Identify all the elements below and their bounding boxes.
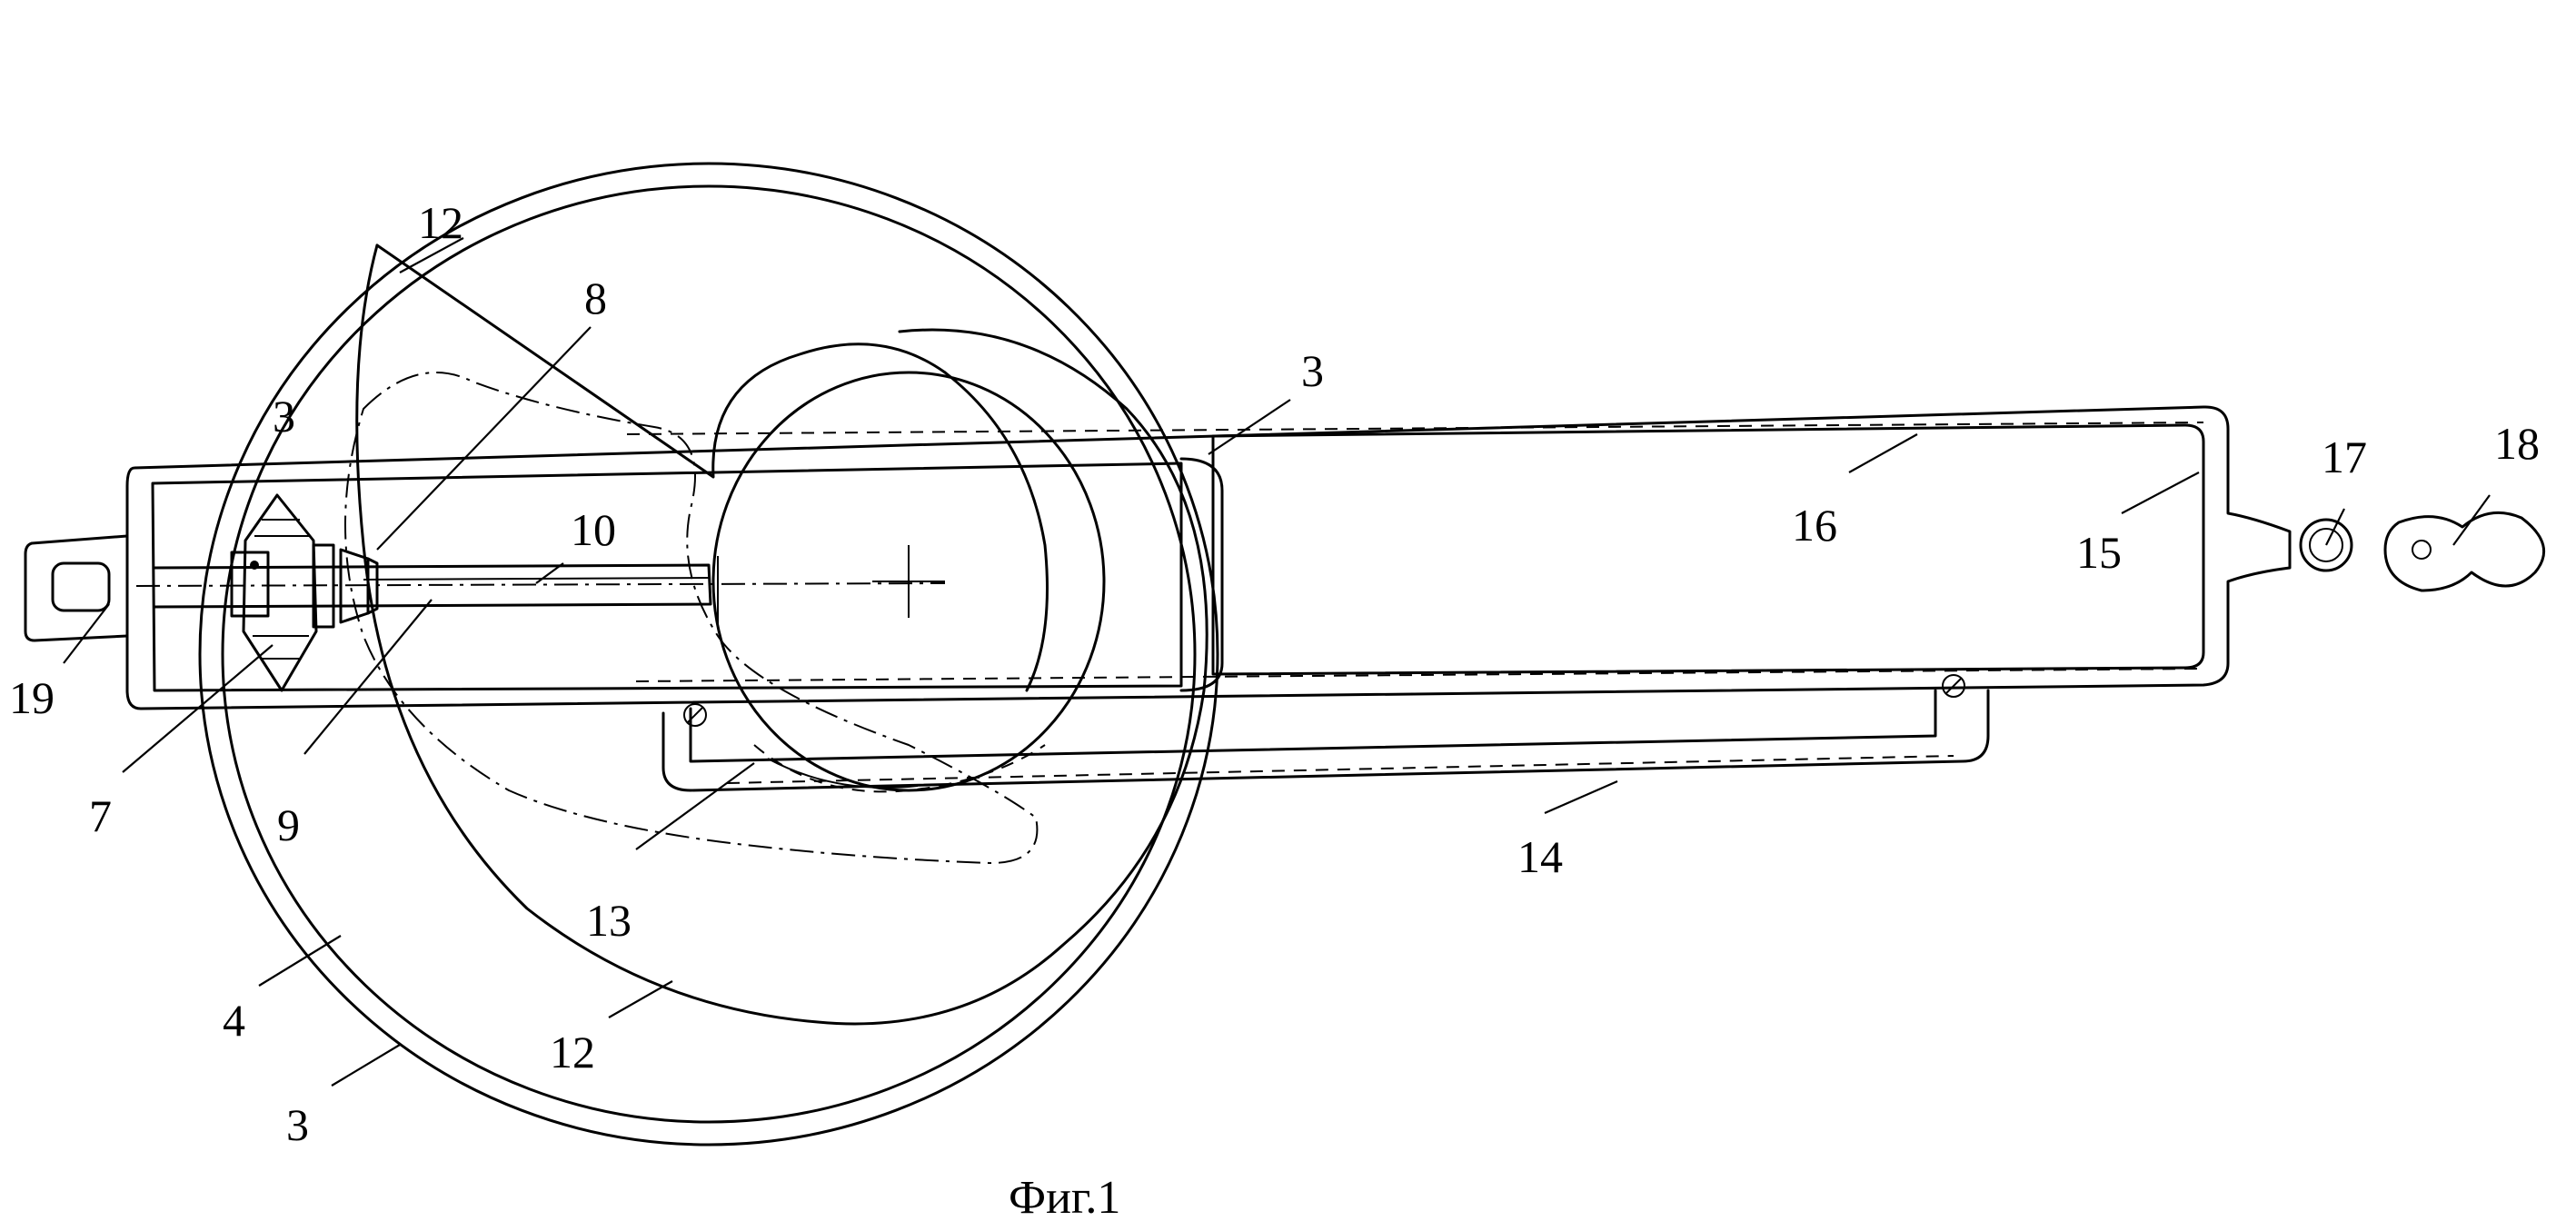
label-15: 15	[2076, 527, 2122, 578]
outer-disc	[200, 164, 1218, 1145]
label-3-right: 3	[1301, 345, 1324, 396]
figure-caption: Фиг.1	[1009, 1172, 1120, 1224]
label-10: 10	[571, 504, 616, 555]
left-tab	[25, 536, 127, 640]
cam-lever-18	[2385, 512, 2544, 591]
lower-bracket	[663, 675, 1988, 790]
pulley-7	[232, 495, 333, 690]
label-19: 19	[9, 672, 55, 723]
drum	[713, 372, 1104, 790]
label-18: 18	[2494, 418, 2540, 469]
label-3-bottom: 3	[286, 1099, 309, 1150]
label-12-top: 12	[418, 197, 463, 248]
label-4: 4	[223, 995, 245, 1046]
label-12-bottom: 12	[550, 1027, 595, 1077]
label-16: 16	[1792, 500, 1837, 551]
membrane-12	[357, 245, 1207, 1024]
leaders	[64, 238, 2490, 1086]
label-13: 13	[586, 895, 632, 946]
label-8: 8	[584, 273, 607, 323]
label-17: 17	[2322, 432, 2367, 482]
label-14: 14	[1517, 831, 1563, 882]
label-7: 7	[89, 790, 112, 841]
label-9: 9	[277, 799, 300, 850]
label-3-left: 3	[273, 391, 295, 442]
